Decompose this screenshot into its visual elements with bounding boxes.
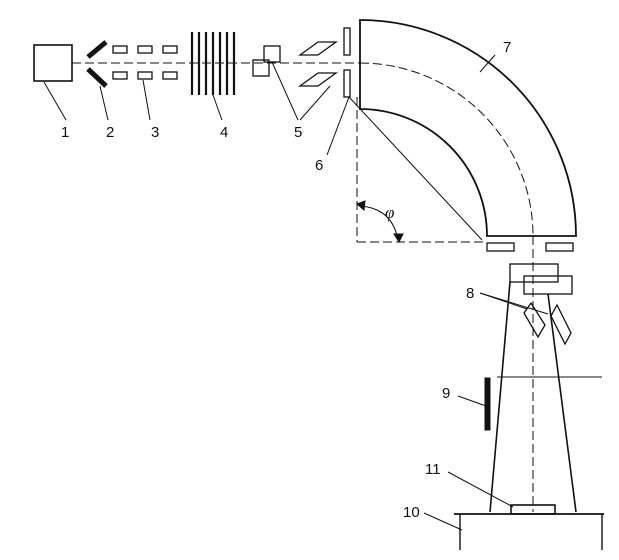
accelerator-column bbox=[190, 32, 236, 95]
label-angle-phi: φ bbox=[385, 203, 394, 222]
focusing-lens bbox=[112, 45, 178, 80]
leader-line-6b bbox=[348, 96, 483, 241]
analyzing-magnet bbox=[359, 19, 577, 237]
leader-line-1 bbox=[43, 81, 67, 121]
label-10: 10 bbox=[403, 504, 420, 521]
scanning-plates bbox=[509, 263, 573, 346]
label-9: 9 bbox=[442, 385, 450, 402]
label-2: 2 bbox=[106, 124, 114, 141]
label-4: 4 bbox=[220, 124, 228, 141]
leader-line-5a bbox=[271, 61, 299, 121]
leader-line-4 bbox=[212, 94, 223, 121]
extraction-electrodes bbox=[86, 40, 108, 88]
label-11: 11 bbox=[425, 461, 441, 478]
label-3: 3 bbox=[151, 124, 159, 141]
angle-arrow-end bbox=[393, 233, 404, 244]
deflection-plates bbox=[252, 41, 339, 87]
leader-line-9 bbox=[457, 395, 487, 407]
leader-line-6a bbox=[326, 96, 350, 156]
leader-line-7 bbox=[479, 54, 496, 73]
label-6: 6 bbox=[315, 157, 323, 174]
beam-fan-left bbox=[489, 281, 511, 513]
leader-line-5b bbox=[299, 85, 331, 121]
label-7: 7 bbox=[503, 39, 511, 56]
angle-arrow-start bbox=[356, 200, 366, 211]
leader-line-2 bbox=[99, 85, 109, 121]
leader-line-8b bbox=[479, 292, 549, 315]
label-5: 5 bbox=[294, 124, 302, 141]
ion-source bbox=[33, 44, 73, 82]
leader-line-10 bbox=[423, 512, 463, 531]
entrance-slit bbox=[343, 27, 351, 98]
leader-line-11 bbox=[447, 471, 514, 508]
label-1: 1 bbox=[61, 124, 69, 141]
label-8: 8 bbox=[466, 285, 474, 302]
beam-shutter bbox=[484, 377, 491, 431]
leader-line-3 bbox=[142, 79, 151, 121]
beam-axis-arc bbox=[359, 62, 534, 237]
beam-fan-right bbox=[547, 293, 577, 513]
exit-slit bbox=[486, 242, 574, 252]
